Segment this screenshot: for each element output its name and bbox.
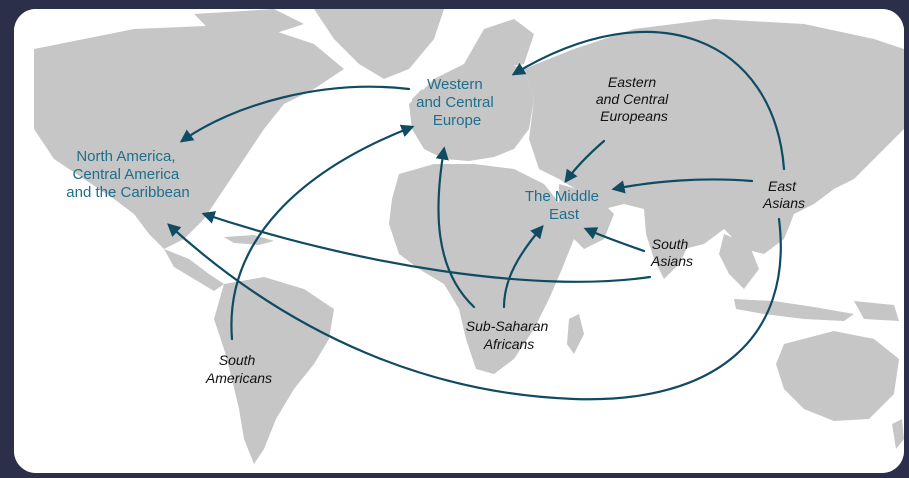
australia (776, 331, 899, 421)
label-south-americans: South Americans (205, 352, 272, 386)
scandinavia (464, 19, 534, 69)
asia (524, 19, 904, 254)
label-middle-east: The Middle East (525, 188, 603, 223)
label-east-asians: East Asians (762, 178, 805, 211)
arrow-south-asians-to-middle-east (583, 227, 646, 253)
europe (409, 59, 534, 161)
southeast-asia (719, 234, 759, 289)
arrow-eastern-europeans-to-middle-east (564, 139, 606, 184)
label-sub-saharan-africans: Sub-Saharan Africans (466, 318, 552, 352)
africa (389, 164, 574, 374)
arrow-south-americans-to-europe (230, 124, 415, 341)
india (644, 209, 694, 279)
greenland (314, 9, 444, 79)
new-guinea (854, 301, 899, 321)
japan (814, 149, 836, 187)
arrow-east-asians-to-europe (511, 30, 786, 171)
label-south-asians: South Asians (650, 236, 693, 269)
arrow-sub-saharan-to-europe (435, 146, 476, 309)
label-western-europe: Western and Central Europe (416, 76, 498, 129)
indonesia (734, 299, 854, 321)
central-america (164, 249, 224, 291)
label-eastern-europeans: Eastern and Central Europeans (596, 74, 672, 124)
label-north-america: North America, Central America and the C… (66, 148, 189, 201)
new-zealand (892, 419, 904, 449)
arabia (559, 184, 614, 249)
arrow-sub-saharan-to-middle-east (502, 224, 544, 309)
arrow-south-asians-to-north-america (201, 211, 652, 283)
migration-flows (167, 30, 786, 401)
migration-map: Western and Central Europe North America… (14, 9, 904, 473)
map-frame: Western and Central Europe North America… (14, 9, 904, 473)
madagascar (567, 314, 584, 354)
arrow-east-asians-to-north-america (167, 217, 782, 401)
caribbean (224, 235, 274, 245)
arrow-east-asians-to-middle-east (611, 178, 754, 194)
britain (412, 89, 428, 117)
arrow-europe-to-north-america (179, 85, 411, 143)
arctic-islands (194, 9, 304, 37)
